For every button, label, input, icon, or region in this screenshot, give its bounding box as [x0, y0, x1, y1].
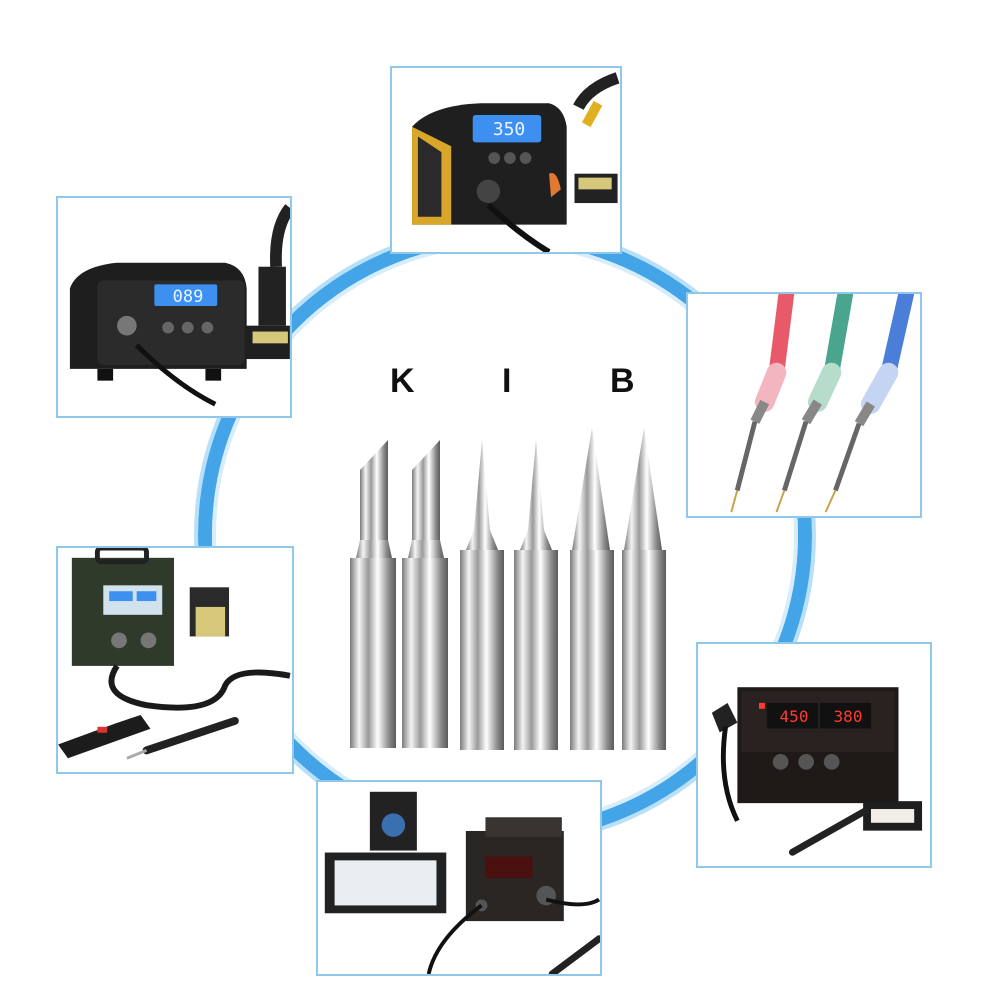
- rework-station-icon: [711, 687, 923, 856]
- soldering-tips-group: [350, 428, 666, 750]
- k-tip-1: [350, 440, 396, 748]
- card-hot-air-station: [56, 546, 294, 774]
- tip-label-k: K: [390, 362, 415, 400]
- tip-label-b: B: [610, 362, 635, 400]
- card-top-station: 350: [390, 66, 622, 254]
- left-station-display: 089: [172, 287, 204, 307]
- soldering-pens-icon: [730, 294, 915, 513]
- card-analog-station: [316, 780, 602, 976]
- hot-air-station-icon: [58, 548, 291, 760]
- soldering-station-icon: [412, 72, 620, 252]
- rework-display-right: 380: [833, 707, 863, 726]
- tip-label-i: I: [502, 362, 512, 400]
- card-rework-station: 450 380: [696, 642, 932, 868]
- card-soldering-pens: [686, 292, 922, 518]
- b-tip-1: [570, 428, 614, 750]
- top-station-display: 350: [492, 119, 526, 140]
- b-tip-2: [622, 428, 666, 750]
- i-tip-1: [460, 440, 504, 750]
- i-tip-2: [514, 440, 558, 750]
- rework-display-left: 450: [779, 707, 809, 726]
- digital-soldering-station-icon: [69, 204, 290, 407]
- card-left-station: 089: [56, 196, 292, 418]
- k-tip-2: [402, 440, 448, 748]
- analog-station-icon: [324, 791, 600, 974]
